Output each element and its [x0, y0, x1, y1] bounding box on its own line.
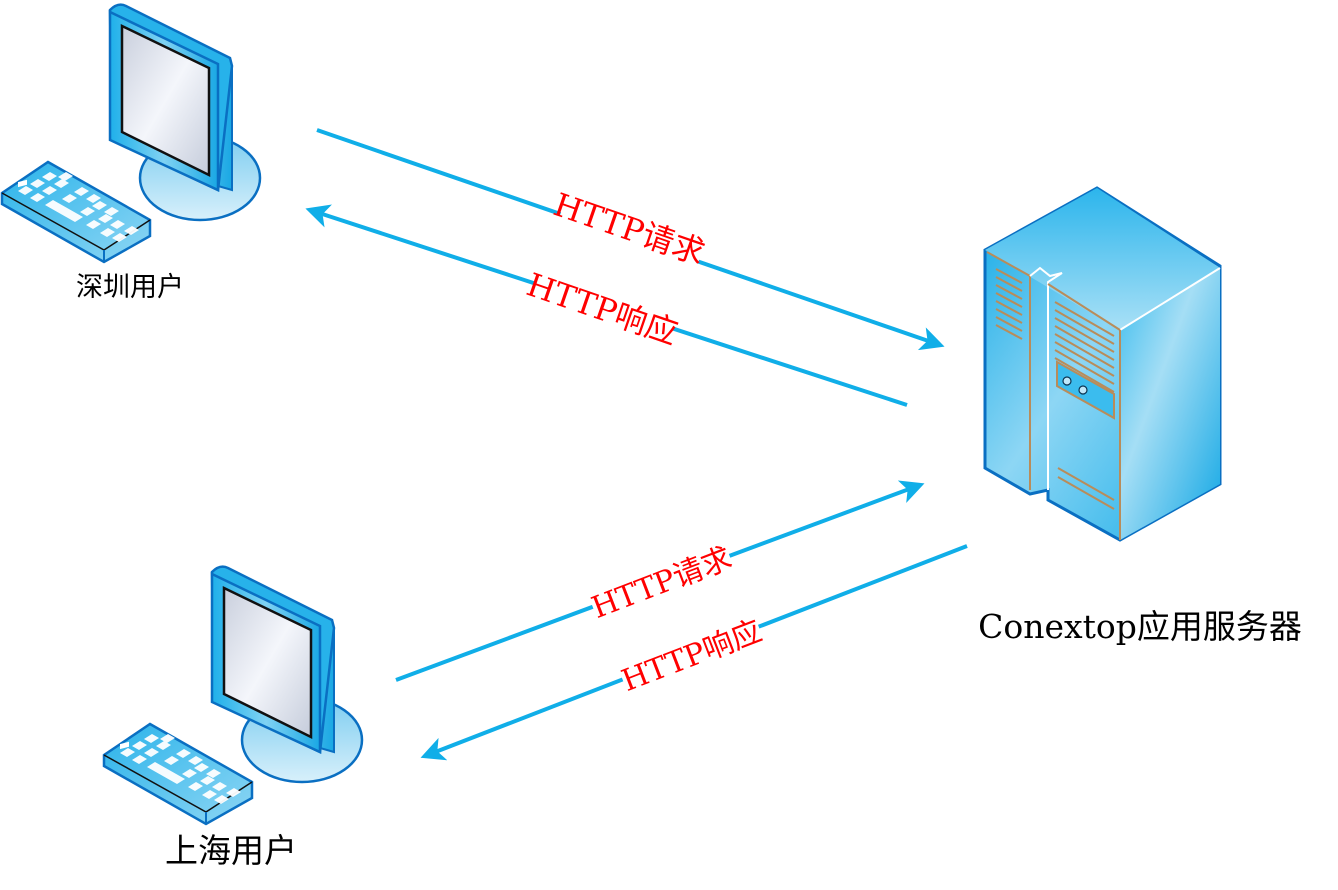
edge-label: HTTP响应	[522, 265, 683, 352]
server-tower-icon	[983, 186, 1222, 542]
edge-label: HTTP请求	[549, 185, 710, 272]
server-label: Conextop应用服务器	[978, 607, 1302, 646]
shenzhen-user-label: 深圳用户	[76, 272, 184, 303]
server-node: Conextop应用服务器	[978, 186, 1302, 646]
shanghai-user-node: 上海用户	[102, 565, 364, 870]
shenzhen-user-node: 深圳用户	[0, 3, 262, 303]
shanghai-user-label: 上海用户	[165, 831, 297, 870]
desktop-computer-icon	[0, 3, 262, 264]
desktop-computer-icon	[102, 565, 364, 826]
